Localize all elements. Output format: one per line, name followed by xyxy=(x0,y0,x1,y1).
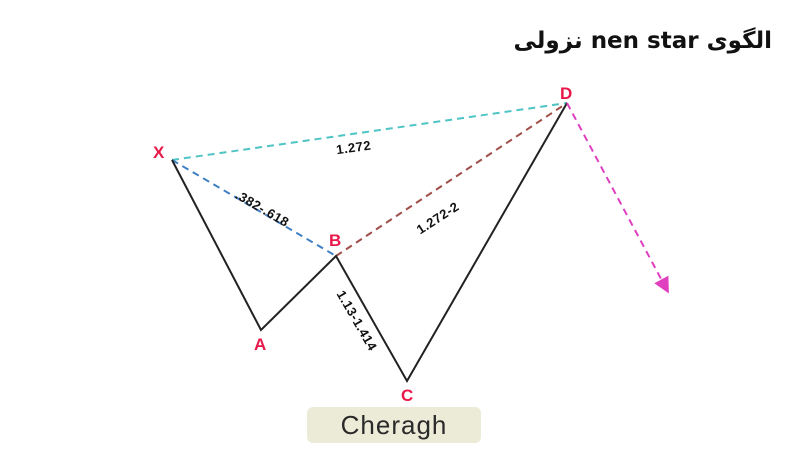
ratio-label-xb: .382-.618 xyxy=(233,187,292,230)
page-title: الگوی nen star نزولی xyxy=(513,28,772,54)
ratio-label-bd: 1.272-2 xyxy=(414,199,462,238)
xd-dashed-line xyxy=(171,102,568,161)
point-label-a: A xyxy=(254,335,266,354)
pattern-legs-line xyxy=(171,102,568,384)
brand-logo-badge: Cheragh xyxy=(307,407,481,443)
point-label-x: X xyxy=(153,143,165,162)
ratio-label-xd: 1.272 xyxy=(335,138,372,158)
bd-dashed-line xyxy=(335,102,568,257)
point-label-d: D xyxy=(560,84,572,103)
brand-logo-text: Cheragh xyxy=(340,409,448,440)
point-label-c: C xyxy=(401,386,413,405)
xb-dashed-line xyxy=(171,159,337,257)
projection-arrow xyxy=(566,102,669,294)
point-label-b: B xyxy=(329,231,341,250)
